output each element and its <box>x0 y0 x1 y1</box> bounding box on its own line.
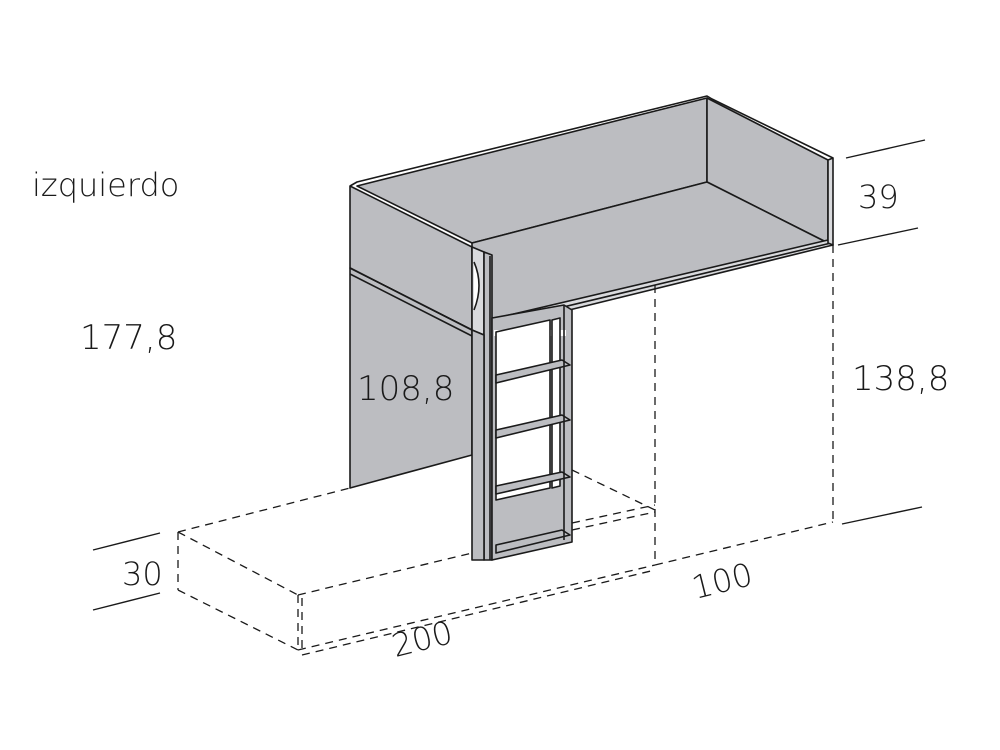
lower-module-height-label: 30 <box>122 555 163 593</box>
dimension-guides <box>177 245 834 656</box>
side-panel-height-label: 108,8 <box>357 369 455 409</box>
clearance-height-label: 138,8 <box>852 359 950 399</box>
extension-lines <box>92 139 926 611</box>
variant-label: izquierdo <box>32 166 180 204</box>
total-height-label: 177,8 <box>80 318 178 358</box>
guard-rail-height-label: 39 <box>858 178 899 216</box>
ladder <box>489 256 573 561</box>
